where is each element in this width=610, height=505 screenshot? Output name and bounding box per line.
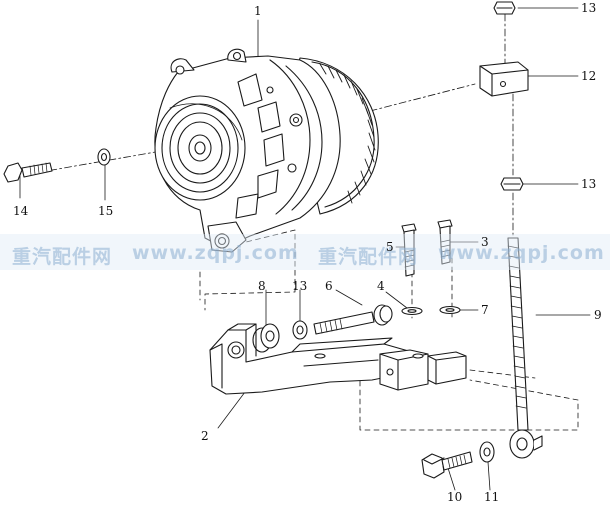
callout-9: 9: [594, 308, 602, 322]
callout-12: 12: [581, 69, 597, 83]
callout-8: 8: [258, 279, 266, 293]
block-12-shape: [479, 61, 529, 97]
bolt-6-shape: [313, 304, 393, 335]
watermark-text-3: 重汽配件网: [318, 246, 419, 268]
watermark-text-4: www.zqpj.com: [438, 242, 605, 264]
bolt-5-shape: [401, 223, 417, 277]
washer-13-low-shape: [292, 320, 308, 340]
spacer-8-shape: [252, 323, 280, 353]
bracket-2-shape: [209, 323, 467, 395]
callout-15: 15: [98, 204, 114, 218]
alternator-assembly: [154, 48, 379, 253]
cooling-fins: [319, 63, 376, 204]
callout-11: 11: [484, 490, 500, 504]
callout-13-low: 13: [292, 279, 308, 293]
nut-13-mid-shape: [500, 177, 524, 191]
callout-2: 2: [201, 429, 209, 443]
washer-7-shape: [439, 305, 461, 315]
callout-13-mid: 13: [581, 177, 597, 191]
callout-14: 14: [13, 204, 29, 218]
callout-6: 6: [325, 279, 333, 293]
callout-13-top: 13: [581, 1, 597, 15]
washer-15-shape: [97, 148, 111, 166]
nut-13-top-shape: [493, 1, 516, 15]
callout-10: 10: [447, 490, 463, 504]
bolt-3-shape: [437, 219, 453, 265]
callout-4: 4: [377, 279, 385, 293]
watermark-text-1: 重汽配件网: [12, 246, 113, 268]
washer-11-shape: [479, 441, 495, 463]
callout-7: 7: [481, 303, 489, 317]
callout-5: 5: [386, 240, 394, 254]
eye-bolt-9-shape: [507, 237, 543, 459]
bolt-14-shape: [3, 162, 53, 183]
watermark-band: 重汽配件网 www.zqpj.com 重汽配件网 www.zqpj.com: [0, 234, 610, 270]
callout-3: 3: [481, 235, 489, 249]
callout-1: 1: [254, 4, 262, 18]
bolt-10-shape: [421, 451, 473, 479]
watermark-text-2: www.zqpj.com: [132, 242, 299, 264]
washer-4-shape: [401, 306, 423, 316]
